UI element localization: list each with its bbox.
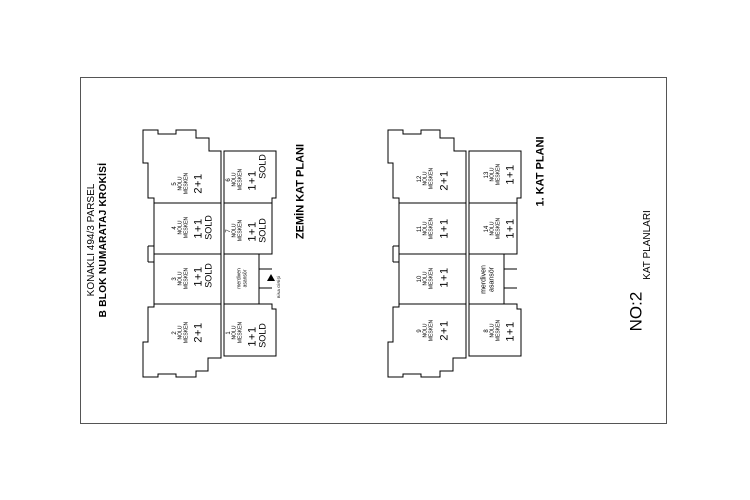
unit-mesken: MESKEN (237, 219, 244, 242)
unit-mesken: MESKEN (183, 267, 190, 290)
ground-plan-title: ZEMİN KAT PLANI (294, 143, 307, 240)
stair-label: merdiven (480, 265, 488, 294)
entrance-label: BİNA GİRİŞİ (276, 275, 281, 299)
parcel-title: KONAKLI 494/3 PARSEL (86, 183, 97, 297)
sheet-number: NO:2 (626, 291, 646, 332)
unit-mesken: MESKEN (183, 216, 190, 239)
unit-mesken: MESKEN (495, 163, 502, 186)
unit-type: 1+1 (504, 321, 517, 342)
unit-mesken: MESKEN (183, 321, 190, 344)
first-plan-title: 1. KAT PLANI (534, 136, 547, 207)
sold-label: SOLD (257, 218, 268, 243)
ground-unit-7-outline (223, 202, 273, 255)
unit-mesken: MESKEN (428, 217, 435, 240)
elevator-label: asansör (488, 267, 496, 292)
unit-type: 1+1 (504, 164, 517, 185)
unit-mesken: MESKEN (495, 319, 502, 342)
sold-label: SOLD (257, 323, 268, 348)
unit-mesken: MESKEN (495, 217, 502, 240)
ground-unit-1-outline (223, 303, 277, 357)
sold-label: SOLD (203, 263, 214, 288)
unit-type: 1+1 (438, 218, 451, 239)
unit-type: 2+1 (438, 320, 451, 341)
unit-mesken: MESKEN (428, 319, 435, 342)
sold-label: SOLD (203, 215, 214, 240)
unit-type: 2+1 (438, 170, 451, 191)
unit-type: 1+1 (438, 267, 451, 288)
first-unit-12-outline (387, 129, 467, 204)
entrance-arrow (267, 274, 275, 281)
unit-mesken: MESKEN (428, 267, 435, 290)
ground-unit-5-outline (142, 129, 222, 204)
unit-type: 1+1 (504, 218, 517, 239)
sold-label: SOLD (257, 154, 268, 179)
first-unit-9-outline (387, 303, 467, 378)
first-unit-8-outline (468, 303, 522, 357)
unit-type: 2+1 (192, 173, 205, 194)
elevator-label: asansör (242, 269, 249, 288)
unit-mesken: MESKEN (237, 168, 244, 191)
sheet-label: KAT PLANLARI (642, 210, 653, 280)
sketch-title: B BLOK NUMARATAJ KROKİSİ (98, 162, 109, 318)
ground-unit-2-outline (142, 303, 222, 378)
unit-type: 2+1 (192, 322, 205, 343)
unit-mesken: MESKEN (428, 167, 435, 190)
unit-mesken: MESKEN (183, 172, 190, 195)
first-unit-14-outline (468, 202, 518, 255)
unit-mesken: MESKEN (237, 321, 244, 344)
drawing-sheet (80, 77, 667, 424)
